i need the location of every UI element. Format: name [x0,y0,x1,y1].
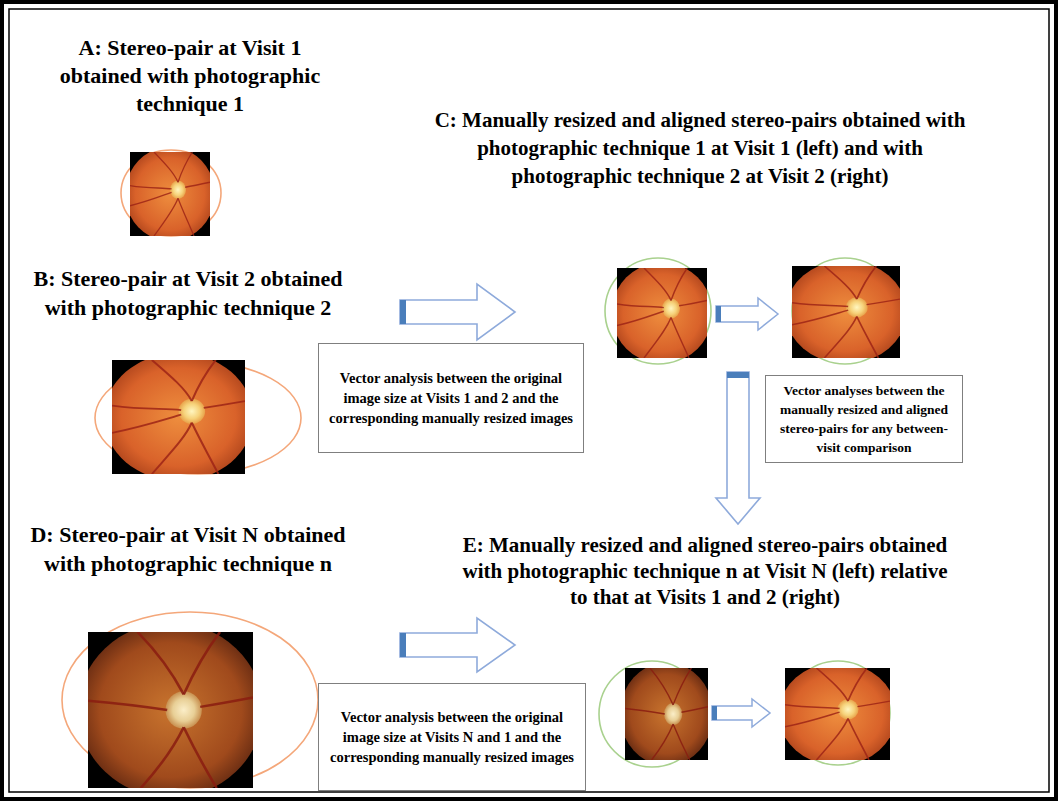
analysis-box: Vector analysis between the original ima… [318,683,586,791]
analysis-box: Vector analysis between the original ima… [318,343,584,453]
analysis-text: Vector analyses between the manually res… [773,381,955,457]
panel: C: Manually resized and aligned stereo-p… [430,106,970,366]
small-arrow [712,699,770,727]
fundus-photo [620,662,713,765]
arrow-body [716,372,760,524]
analysis-box: Vector analyses between the manually res… [765,375,963,463]
fundus-photo [125,147,215,241]
panel: A: Stereo-pair at Visit 1 obtained with … [40,34,340,239]
arrow-tail [400,633,406,657]
block-arrow [716,372,760,524]
block-arrow [400,618,515,672]
block-arrow [400,284,515,340]
fundus-photo [786,260,907,363]
panel-heading: B: Stereo-pair at Visit 2 obtained with … [28,264,348,322]
arrow-tail [712,706,717,720]
arrow-tail [716,306,721,322]
analysis-text: Vector analysis between the original ima… [326,368,576,428]
panel-heading: C: Manually resized and aligned stereo-p… [430,106,970,190]
arrow-body [400,618,515,672]
fundus-photo [104,353,253,481]
small-arrow [716,298,778,330]
arrow-tail [400,300,406,324]
arrow-body [400,284,515,340]
fundus-photo [779,662,897,765]
panel-heading: E: Manually resized and aligned stereo-p… [460,532,950,610]
arrow-tail [727,372,749,378]
panel-heading: A: Stereo-pair at Visit 1 obtained with … [40,34,340,118]
fundus-photo [612,263,713,364]
analysis-text: Vector analysis between the original ima… [326,707,578,767]
panel-heading: D: Stereo-pair at Visit N obtained with … [28,520,348,578]
fundus-photo [78,623,263,798]
